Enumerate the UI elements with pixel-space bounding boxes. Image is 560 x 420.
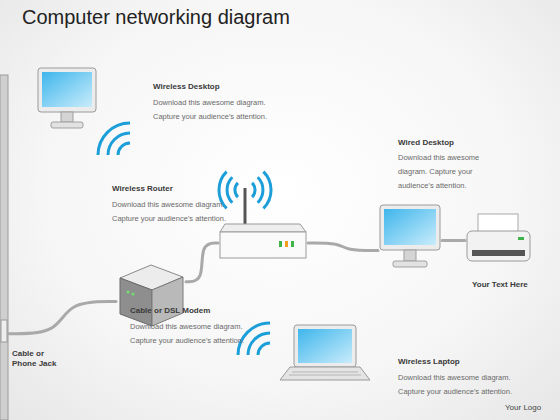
- network-cable: [442, 239, 465, 242]
- device-description: Download this awesome diagram. Capture y…: [130, 320, 265, 348]
- wall-jack: [1, 320, 7, 342]
- monitor-base: [51, 122, 83, 128]
- device-node: Your Text Here: [465, 212, 532, 264]
- logo-label: Your Logo: [505, 403, 541, 412]
- laptop-keys: [292, 372, 358, 373]
- router-light: [291, 241, 294, 247]
- printer-light: [518, 237, 524, 240]
- device-heading: Cable or DSL Modem: [130, 306, 210, 316]
- modem-light: [127, 291, 130, 294]
- device-heading: Your Text Here: [472, 280, 528, 290]
- device-node: Cable or DSL ModemDownload this awesome …: [116, 262, 186, 328]
- monitor-neck: [61, 112, 73, 122]
- router-body: [220, 232, 306, 258]
- device-heading: Wireless Desktop: [153, 82, 220, 92]
- device-node: Wired DesktopDownload this awesome diagr…: [378, 203, 442, 271]
- monitor-frame: [380, 205, 440, 250]
- network-cable: [9, 302, 116, 334]
- modem-light: [132, 293, 135, 296]
- diagram-title: Computer networking diagram: [22, 6, 290, 29]
- device-node: Cable or Phone Jack: [0, 75, 9, 420]
- device-description: Download this awesome diagram. Capture y…: [153, 96, 288, 124]
- monitor-base: [393, 261, 427, 267]
- modem-side: [152, 277, 183, 326]
- device-description: Download this awesome diagram. Capture y…: [398, 371, 533, 399]
- modem-front: [120, 278, 152, 326]
- printer-slot: [472, 250, 525, 256]
- laptop-base: [280, 367, 370, 380]
- device-description: Download this awesome diagram. Capture y…: [398, 151, 488, 193]
- device-description: Download this awesome diagram. Capture y…: [112, 198, 247, 226]
- wifi-signal: [252, 172, 271, 209]
- network-cable: [186, 243, 218, 282]
- monitor-screen: [42, 72, 92, 107]
- wall-bar: [0, 75, 8, 420]
- laptop-lid: [294, 325, 356, 367]
- laptop-keys: [289, 375, 361, 376]
- router-antenna: [244, 188, 247, 228]
- device-node: Wireless DesktopDownload this awesome di…: [35, 65, 99, 137]
- device-heading: Wireless Router: [112, 184, 173, 194]
- router-top: [220, 224, 306, 232]
- wifi-signal: [98, 123, 130, 155]
- router-light: [279, 241, 282, 247]
- router-light: [285, 241, 288, 247]
- device-heading: Wired Desktop: [398, 138, 454, 148]
- device-heading: Cable or Phone Jack: [12, 349, 62, 369]
- network-cable: [308, 243, 378, 251]
- device-node: Wireless RouterDownload this awesome dia…: [218, 222, 308, 260]
- printer-body: [467, 231, 530, 261]
- device-heading: Wireless Laptop: [398, 357, 460, 367]
- laptop-screen: [298, 329, 352, 363]
- monitor-neck: [404, 250, 416, 261]
- monitor-screen: [384, 209, 436, 245]
- device-node: Wireless LaptopDownload this awesome dia…: [278, 322, 372, 382]
- monitor-frame: [38, 68, 96, 112]
